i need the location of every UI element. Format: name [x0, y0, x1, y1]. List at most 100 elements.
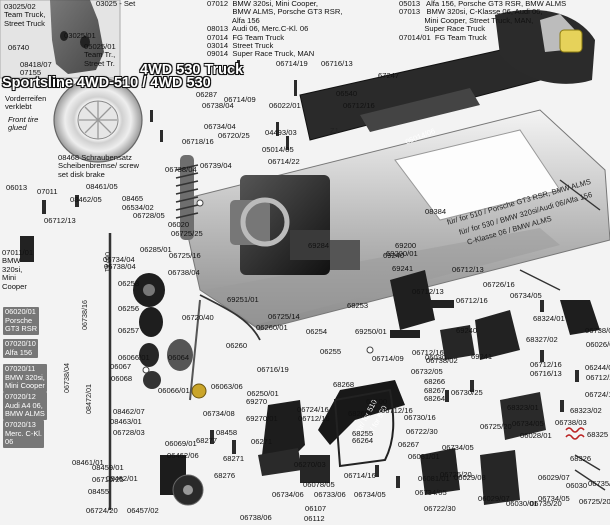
part-label-68253: 68253 — [347, 301, 369, 310]
part-label-68323-01: 68323/01 — [507, 403, 539, 412]
part-label-06738-03: 06738/03 — [585, 326, 610, 335]
part-label-67100: 67100 — [366, 397, 388, 406]
part-label-69241: 69241 — [471, 352, 493, 361]
part-label-06724-20: 06724/20 — [86, 506, 118, 515]
part-label-06716-19: 06716/19 — [257, 365, 289, 374]
part-label-06732-05: 06732/05 — [411, 367, 443, 376]
part-label-06734-05: 06734/05 — [510, 291, 542, 300]
part-label-68267: 68267 — [424, 386, 446, 395]
part-label-06733-06: 06733/06 — [314, 490, 346, 499]
part-label-06013: 06013 — [6, 183, 28, 192]
part-label-06724-16: 06724/16 — [585, 390, 610, 399]
part-label-06734-04: 06734/04 — [103, 255, 135, 264]
part-label-06725-20: 06725/20 — [480, 422, 512, 431]
part-label-68255: 68255 — [352, 429, 374, 438]
part-label-06724-16: 06724/16 — [297, 405, 329, 414]
part-label-08461-05: 08461/05 — [86, 182, 118, 191]
part-label-06722-30: 06722/30 — [424, 504, 456, 513]
box-07020-10: 07020/10 Alfa 156 — [3, 339, 38, 359]
part-label-69240: 69240 — [383, 251, 405, 260]
part-label-06257: 06257 — [118, 326, 140, 335]
part-label-06725-16: 06725/16 — [169, 251, 201, 260]
part-label-06112: 06112 — [304, 514, 325, 523]
part-label-66264: 66264 — [352, 436, 374, 445]
part-label-68325: 68325 — [587, 430, 609, 439]
tank-mount-shape — [50, 0, 104, 74]
part-label-68276: 68276 — [214, 471, 236, 480]
inset-label-03025-02: 03025/02 Team Truck, Street Truck — [4, 2, 46, 28]
part-label-06720-40: 06720/40 — [182, 313, 214, 322]
part-label-06734-05: 06734/05 — [538, 494, 570, 503]
part-label-08462-05: 08462/05 — [70, 195, 102, 204]
part-label-08459-01: 08459/01 — [92, 463, 124, 472]
part-label-06734-05: 06734/05 — [354, 490, 386, 499]
part-label-06712-13: 06712/13 — [452, 265, 484, 274]
part-label-69200-01: 69200/01 — [386, 249, 418, 258]
part-label-06022-01: 06022/01 — [269, 101, 301, 110]
part-label-06250-01: 06250/01 — [247, 389, 279, 398]
part-label-06271: 06271 — [251, 437, 273, 446]
part-label-06725-20: 06725/20 — [440, 470, 472, 479]
box-07020-11: 07020/11 BMW 320si, Mini Cooper — [3, 364, 47, 392]
part-label-06255: 06255 — [320, 347, 342, 356]
part-label-06738-03: 06738/03 — [555, 418, 587, 427]
part-label-06730-16: 06730/16 — [404, 413, 436, 422]
part-label-08463-01: 08463/01 — [110, 417, 142, 426]
part-label-07011: 07011 — [37, 187, 58, 196]
part-label-08462-07: 08462/07 — [113, 407, 145, 416]
part-label-06066-01: 06066/01 — [118, 353, 150, 362]
part-label-06739-04: 06739/04 — [200, 161, 232, 170]
part-label-06712-25: 06712/25 — [586, 373, 610, 382]
part-label-06714-16: 06714/16 — [344, 471, 376, 480]
part-label-08462-01: 08462/01 — [106, 474, 138, 483]
part-label-06081-01: 06081/01 — [408, 452, 440, 461]
part-label-06081-01: 06081/01 — [418, 474, 450, 483]
diag-z1: Z1 — [330, 126, 339, 135]
note-front-tire: Front tire glued — [8, 115, 39, 133]
part-label-06734-04: 06734/04 — [204, 122, 236, 131]
part-label-06267: 06267 — [398, 440, 420, 449]
part-label-06722-30: 06722/30 — [406, 427, 438, 436]
vert-06738-16: 06738/16 — [80, 300, 89, 330]
part-label-06069-01: 06069/01 — [165, 439, 197, 448]
box-07020-12: 07020/12 Audi A4 06, BMW ALMS — [3, 392, 47, 420]
part-label-06716-13: 06716/13 — [321, 59, 353, 68]
part-label-06734-05: 06734/05 — [512, 419, 544, 428]
part-label-06020: 06020 — [168, 220, 190, 229]
part-label-68277: 68277 — [196, 436, 218, 445]
part-label-06738-06: 06738/06 — [240, 513, 272, 522]
part-label-06028-01: 06028/01 — [520, 431, 552, 440]
part-label-06457-02: 06457/02 — [127, 506, 159, 515]
part-label-06244-01: 06244/01 — [585, 363, 610, 372]
part-label-06462-06: 06462/06 — [167, 451, 199, 460]
part-label-69241: 69241 — [392, 264, 414, 273]
part-label-06738-04: 06738/04 — [104, 262, 136, 271]
part-label-06029-07: 06029/07 — [538, 473, 570, 482]
part-label-06725-25: 06725/25 — [171, 229, 203, 238]
part-label-06738-04: 06738/04 — [165, 165, 197, 174]
part-label-06066-01: 06066/01 — [158, 386, 190, 395]
part-label-06714-09: 06714/09 — [224, 95, 256, 104]
title-4wd-530-truck: 4WD 530 Truck — [140, 62, 244, 78]
part-label-68268: 68268 — [333, 380, 355, 389]
part-label-06726-16: 06726/16 — [483, 280, 515, 289]
part-label-06716-13: 06716/13 — [530, 369, 562, 378]
part-label-06712-16: 06712/16 — [298, 414, 330, 423]
box-06020-01: 06020/01 Porsche GT3 RSR — [3, 307, 40, 335]
part-label-68323-02: 68323/02 — [570, 406, 602, 415]
part-label-06710-25: 06710/25 — [92, 475, 124, 484]
part-label-06063-06: 06063/06 — [211, 382, 243, 391]
part-label-06728-03: 06728/03 — [113, 428, 145, 437]
part-label-08455: 08455 — [88, 487, 110, 496]
part-label-68324-01: 68324/01 — [533, 314, 565, 323]
part-label-06078-05: 06078/05 — [303, 480, 335, 489]
part-label-06730-25: 06730/25 — [451, 388, 483, 397]
part-label-06725-14: 06725/14 — [268, 312, 300, 321]
part-label-68265: 68265 — [348, 409, 370, 418]
part-label-06107: 06107 — [305, 504, 327, 513]
part-label-68266: 68266 — [424, 377, 446, 386]
part-label-08465: 08465 — [122, 194, 144, 203]
part-label-06712-16: 06712/16 — [530, 360, 562, 369]
part-label-04493-03: 04493/03 — [265, 128, 297, 137]
